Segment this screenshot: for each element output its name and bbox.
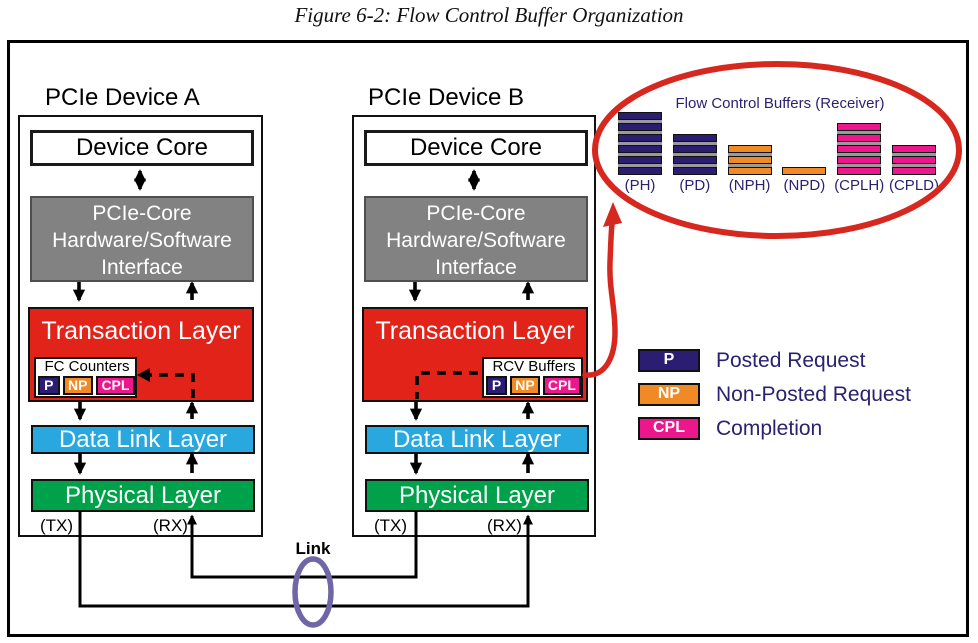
buffer-stack-cplh: (CPLH) [834, 123, 885, 194]
device-b-box: Device Core PCIe-Core Hardware/Software … [352, 115, 596, 537]
legend-label-completion: Completion [716, 416, 823, 440]
buffer-bar [618, 123, 662, 131]
device-b-data-link-layer: Data Link Layer [365, 425, 589, 454]
buffer-bar [837, 145, 882, 153]
interface-line: Interface [435, 256, 517, 279]
chip-cpl: CPL [95, 376, 135, 395]
transaction-layer-label: Transaction Layer [375, 317, 575, 345]
interface-line: PCIe-Core [426, 202, 526, 225]
buffer-bar [672, 134, 717, 142]
buffer-stack-cpld: (CPLD) [888, 145, 939, 194]
buffer-bar [891, 167, 936, 175]
rcv-buffer-chips: P NP CPL [484, 376, 581, 395]
buffer-stack-label: (CPLH) [834, 177, 885, 194]
buffer-stack-pd: (PD) [672, 134, 717, 194]
chip-p: P [486, 376, 508, 395]
buffer-stack-label: (PD) [679, 177, 711, 194]
interface-line: Hardware/Software [52, 229, 232, 252]
buffer-bar [727, 167, 772, 175]
device-a-transaction-layer: Transaction Layer FC Counters P NP CPL [28, 307, 254, 402]
legend-label-posted: Posted Request [716, 348, 866, 372]
device-b-title: PCIe Device B [368, 84, 525, 111]
buffer-stack-label: (NPD) [783, 177, 826, 194]
legend-row-posted: P Posted Request [638, 349, 911, 372]
device-b-physical-layer: Physical Layer [365, 479, 589, 512]
link-label: Link [295, 539, 331, 558]
buffer-stack-label: (PH) [624, 177, 656, 194]
buffer-bars [618, 112, 662, 175]
device-a-title: PCIe Device A [45, 84, 200, 111]
fc-counters-box: FC Counters P NP CPL [34, 357, 137, 398]
buffer-stack-npd: (NPD) [782, 167, 827, 194]
buffer-bars [672, 134, 717, 175]
chip-np: NP [62, 376, 93, 395]
buffer-bar [837, 156, 882, 164]
legend-chip-cpl: CPL [638, 417, 700, 440]
legend-row-completion: CPL Completion [638, 417, 911, 440]
fc-counter-chips: P NP CPL [36, 376, 135, 395]
legend: P Posted Request NP Non-Posted Request C… [638, 349, 911, 451]
legend-row-nonposted: NP Non-Posted Request [638, 383, 911, 406]
interface-line: Hardware/Software [386, 229, 566, 252]
buffer-bars [782, 167, 827, 175]
device-b-tx-label: (TX) [374, 516, 408, 535]
legend-label-nonposted: Non-Posted Request [716, 382, 911, 406]
legend-chip-np: NP [638, 383, 700, 406]
buffer-bar [672, 145, 717, 153]
device-a-rx-label: (RX) [153, 516, 188, 535]
flow-control-buffers-title: Flow Control Buffers (Receiver) [675, 95, 885, 112]
buffer-stack-nph: (NPH) [727, 145, 772, 194]
buffer-stack-label: (NPH) [728, 177, 771, 194]
buffer-bars [891, 145, 936, 175]
device-a-physical-layer: Physical Layer [31, 479, 255, 512]
device-b-rx-label: (RX) [487, 516, 522, 535]
figure-caption: Figure 6-2: Flow Control Buffer Organiza… [294, 3, 684, 27]
device-b-transaction-layer: Transaction Layer RCV Buffers P NP CPL [362, 307, 588, 402]
device-a-data-link-layer: Data Link Layer [31, 425, 255, 454]
interface-line: Interface [101, 256, 183, 279]
buffer-bar [618, 156, 662, 164]
buffer-bar [672, 156, 717, 164]
buffer-bar [672, 167, 717, 175]
buffer-bar [891, 145, 936, 153]
buffer-bar [727, 145, 772, 153]
buffer-bar [837, 123, 882, 131]
fc-counters-label: FC Counters [44, 358, 130, 375]
buffer-bar [618, 112, 662, 120]
buffer-bar [782, 167, 827, 175]
buffer-bar [837, 134, 882, 142]
rcv-buffers-label: RCV Buffers [492, 358, 576, 375]
buffer-stack-label: (CPLD) [888, 177, 939, 194]
transaction-layer-label: Transaction Layer [41, 317, 241, 345]
flow-buffer-stacks: (PH) (PD) (NPH) (NPD) (CPLH)(CPLD) [618, 112, 939, 194]
chip-np: NP [510, 376, 540, 395]
device-a-core: Device Core [30, 130, 254, 166]
device-a-interface: PCIe-Core Hardware/Software Interface [30, 196, 254, 282]
buffer-bar [618, 134, 662, 142]
buffer-bars [727, 145, 772, 175]
device-a-box: Device Core PCIe-Core Hardware/Software … [18, 115, 263, 537]
buffer-bar [891, 156, 936, 164]
buffer-bar [618, 167, 662, 175]
legend-chip-p: P [638, 349, 700, 372]
rcv-buffers-box: RCV Buffers P NP CPL [482, 357, 583, 398]
buffer-bar [837, 167, 882, 175]
device-b-interface: PCIe-Core Hardware/Software Interface [364, 196, 588, 282]
buffer-stack-ph: (PH) [618, 112, 662, 194]
device-a-tx-label: (TX) [40, 516, 74, 535]
chip-cpl: CPL [542, 376, 581, 395]
buffer-bars [837, 123, 882, 175]
interface-line: PCIe-Core [92, 202, 192, 225]
buffer-bar [727, 156, 772, 164]
device-b-core: Device Core [364, 130, 588, 166]
buffer-bar [618, 145, 662, 153]
chip-p: P [38, 376, 60, 395]
